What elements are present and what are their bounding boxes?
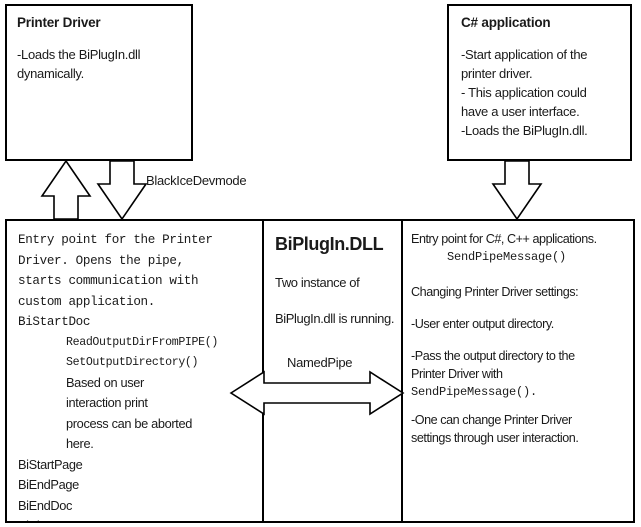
arrow-up-printer-driver [40,159,92,220]
app-entry-function: SendPipeMessage() [447,250,567,264]
driver-callback-biabort: BiAbort [18,516,258,521]
app-bullet-3-line-2: settings through user interaction. [411,431,579,445]
app-bullet-2-function: SendPipeMessage(). [411,385,538,399]
app-bullet-1-line-1: -User enter output directory. [411,317,554,331]
arrow-down-printer-driver [96,160,148,221]
driver-callback-bistartpage: BiStartPage [18,456,83,472]
driver-intro-line-1: Entry point for the Printer [18,233,213,247]
driver-entry-point: BiStartDoc [18,315,91,329]
printer-driver-line-1: -Loads the BiPlugIn.dll [17,47,141,62]
app-bullet-2-line-2: Printer Driver with [411,367,503,381]
namedpipe-label: NamedPipe [287,355,353,370]
dll-line-1: Two instance of [275,275,360,290]
driver-note-line-3: process can be aborted [66,415,193,431]
printer-driver-box: Printer Driver -Loads the BiPlugIn.dll d… [5,4,193,161]
driver-function-read-output-dir: ReadOutputDirFromPIPE() [66,335,218,349]
driver-function-set-output-directory: SetOutputDirectory() [66,355,199,369]
driver-intro-line-2: Driver. Opens the pipe, [18,253,184,268]
printer-driver-line-2: dynamically. [17,66,84,81]
csharp-line-1: -Start application of the [461,47,588,62]
csharp-application-box: C# application -Start application of the… [447,4,632,161]
driver-intro-line-4: custom application. [18,294,155,309]
driver-note-line-4: here. [66,436,94,451]
app-bullet-3-line-1: -One can change Printer Driver [411,413,572,427]
arrow-down-csharp [491,160,543,221]
bottom-panel: Entry point for the Printer Driver. Open… [5,219,635,523]
driver-intro-line-3: starts communication with [18,274,199,288]
driver-callback-biendpage: BiEndPage [18,477,79,492]
blackicedevmode-label: BlackIceDevmode [146,173,247,188]
printer-driver-title: Printer Driver [17,15,101,30]
biplugin-dll-column: BiPlugIn.DLL Two instance of BiPlugIn.dl… [262,221,403,521]
driver-note-line-2: interaction print [66,395,148,410]
dll-line-2: BiPlugIn.dll is running. [275,311,395,326]
csharp-application-title: C# application [461,15,551,30]
printer-driver-entry-column: Entry point for the Printer Driver. Open… [7,221,262,521]
app-bullet-2-line-1: -Pass the output directory to the [411,349,575,363]
csharp-line-3: - This application could [461,85,587,100]
biplugin-dll-title: BiPlugIn.DLL [275,234,384,254]
driver-callback-bienddoc: BiEndDoc [18,497,73,513]
csharp-line-4: have a user interface. [461,104,580,119]
app-heading: Entry point for C#, C++ applications. [411,232,597,246]
csharp-line-5: -Loads the BiPlugIn.dll. [461,123,588,138]
csharp-line-2: printer driver. [461,66,533,81]
driver-note-line-1: Based on user [66,374,144,390]
app-section-title: Changing Printer Driver settings: [411,285,579,299]
application-entry-column: Entry point for C#, C++ applications. Se… [403,221,633,521]
